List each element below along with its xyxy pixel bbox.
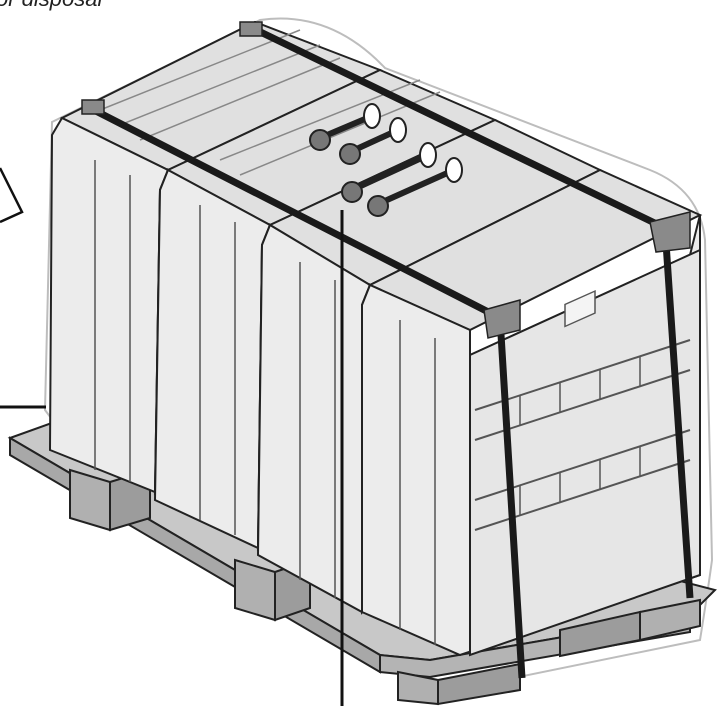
caption-text: or disposal [0, 0, 102, 12]
printer-unit-4 [361, 168, 703, 657]
printer-unit-1 [48, 20, 383, 496]
stretch-wrap [43, 17, 714, 697]
bolt-and-washer-hardware [309, 103, 463, 217]
leader-line [0, 210, 344, 706]
callout-arrow-fragment [0, 167, 24, 224]
strap-clips [81, 21, 691, 339]
